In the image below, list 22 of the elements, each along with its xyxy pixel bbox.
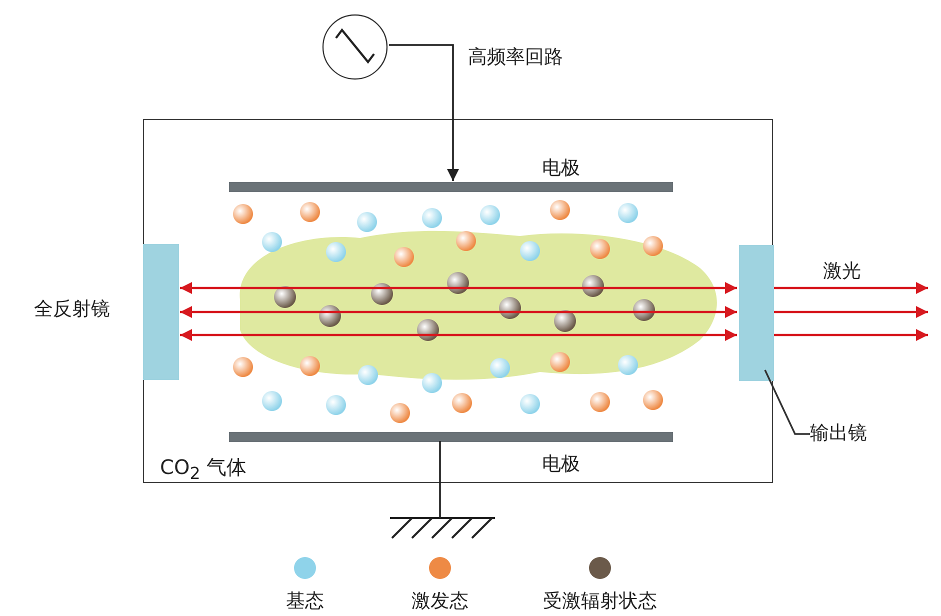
leader-line	[764, 370, 810, 435]
electrode-label: 电极	[542, 452, 580, 477]
gas-label: CO$_{2}$ 气体	[160, 454, 247, 483]
laser-arrow	[180, 306, 737, 318]
laser-arrow	[774, 282, 928, 294]
electrode-label: 电极	[542, 156, 580, 181]
wire	[389, 44, 459, 181]
laser-arrow	[774, 329, 928, 341]
wire	[439, 441, 441, 518]
legend-label: 受激辐射状态	[543, 589, 657, 614]
mirror	[739, 245, 774, 381]
edge-label: 高频率回路	[468, 45, 563, 70]
laser-label: 激光	[823, 259, 861, 284]
chamber-box	[143, 119, 773, 483]
mirror-label: 输出镜	[810, 421, 867, 446]
laser-arrow	[180, 329, 737, 341]
mirror-label: 全反射镜	[34, 297, 110, 322]
ac-source-symbol	[322, 14, 388, 80]
legend-label: 激发态	[412, 589, 468, 614]
laser-arrow	[180, 282, 737, 294]
laser-arrow	[774, 306, 928, 318]
legend-label: 基态	[286, 589, 324, 614]
